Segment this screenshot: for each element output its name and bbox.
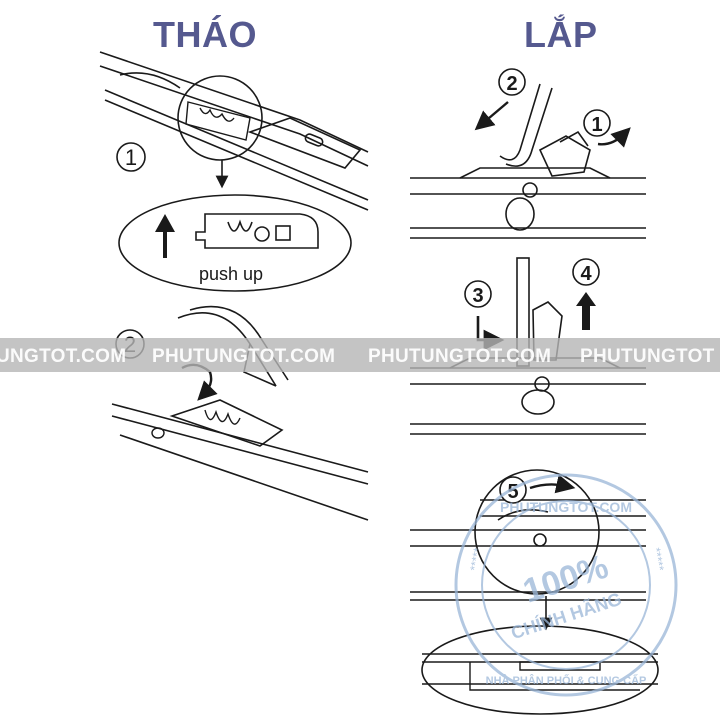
install-scene1-arm: [499, 83, 591, 177]
remove-step1-arm: [99, 51, 369, 211]
remove-zoom-ellipse: [118, 194, 352, 292]
watermark-banner-text-3: PHUTUNGTOT.COM: [368, 346, 552, 367]
stamp-top-text: PHUTUNGTOT.COM: [500, 499, 632, 515]
install-zoom-ellipse: [421, 625, 659, 715]
install-step5-number: 5: [507, 481, 518, 503]
install-step1-number: 1: [591, 114, 602, 136]
install-step4-arrow: [576, 292, 596, 330]
install-step2-arrow: [474, 101, 509, 131]
watermark-banner-text-2: PHUTUNGTOT.COM: [152, 346, 336, 367]
remove-step1-badge: [116, 142, 146, 172]
install-step1-badge: [583, 109, 611, 137]
install-step2-number: 2: [506, 73, 517, 95]
remove-heading: THÁO: [153, 14, 257, 55]
watermark-banner: [0, 338, 720, 372]
remove-step1-connector: [185, 101, 251, 141]
install-step3-number: 3: [472, 285, 483, 307]
watermark-banner-text-4: PHUTUNGTOT: [580, 346, 715, 367]
install-heading: LẮP: [524, 14, 598, 55]
install-step5-arrow: [529, 474, 576, 494]
install-scene1-blade: [410, 167, 646, 239]
remove-zoom-clip: [195, 213, 319, 249]
push-up-arrow: [155, 214, 175, 258]
install-step3-arrow: [476, 316, 505, 351]
remove-step2-connector: [151, 409, 241, 439]
install-zoom-detail: [422, 653, 658, 691]
push-up-label: push up: [199, 264, 263, 284]
install-step2-badge: [498, 68, 526, 96]
remove-step1-number: 1: [125, 145, 137, 170]
install-step3-badge: [464, 280, 492, 308]
stamp-stars-right: *****: [649, 547, 667, 573]
remove-step1-zoom-circle: [177, 75, 263, 161]
install-zoom-circle: [474, 469, 600, 595]
watermark-banner-text-1: UNGTOT.COM: [0, 346, 127, 367]
stamp-stars-left: *****: [467, 546, 485, 572]
install-step4-badge: [572, 258, 600, 286]
stamp-ring-text: NHÀ PHÂN PHỐI & CUNG CẤP: [486, 673, 647, 687]
install-step4-number: 4: [580, 263, 592, 285]
install-step1-arrow: [597, 127, 631, 148]
install-scene3-clip: [497, 509, 549, 521]
